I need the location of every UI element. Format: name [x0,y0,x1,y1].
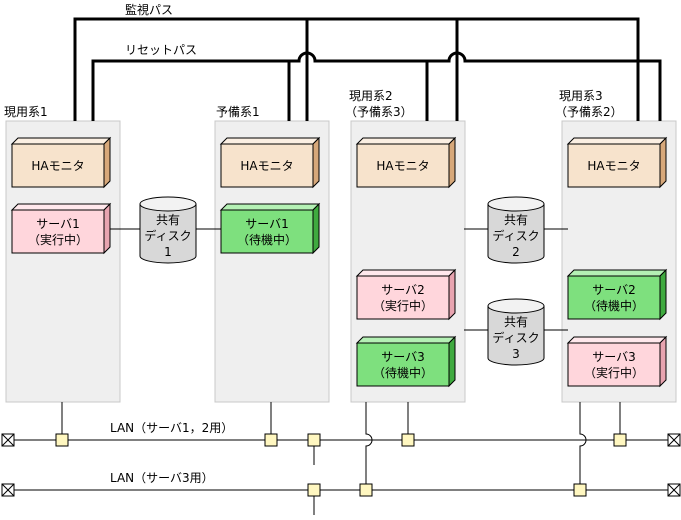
server-2-running: サーバ2 （実行中） [355,268,457,321]
lan-1-label: LAN（サーバ1，2用） [110,421,233,435]
shared-disk-1: 共有 ディスク 1 [139,196,197,264]
lan-2-label: LAN（サーバ3用） [110,471,214,485]
server-status: （実行中） [28,232,88,247]
disk-line3: 1 [164,245,172,259]
server-2-standby: サーバ2 （待機中） [566,268,668,321]
disk-line3: 3 [512,347,520,361]
server-status: （待機中） [373,365,433,380]
system-label-4: 現用系3 [559,89,603,103]
shared-disk-2: 共有 ディスク 2 [487,196,545,264]
server-1-running: サーバ1 （実行中） [10,202,112,255]
ha-monitor-1: HAモニタ [10,136,112,189]
disk-line3: 2 [512,245,520,259]
disk-line2: ディスク [144,228,191,243]
ha-monitor-2: HAモニタ [219,136,321,189]
lan-1: LAN（サーバ1，2用） [1,402,681,465]
server-3-standby: サーバ3 （待機中） [355,335,457,388]
server-name: サーバ1 [36,217,80,231]
disk-line1: 共有 [504,315,528,329]
server-status: （待機中） [584,298,644,313]
ha-monitor-label: HAモニタ [376,159,429,173]
disk-line2: ディスク [492,228,539,243]
server-status: （実行中） [373,298,433,313]
reset-path [91,51,662,121]
shared-disk-3: 共有 ディスク 3 [487,298,545,366]
ha-monitor-label: HAモニタ [240,159,293,173]
ha-monitor-label: HAモニタ [31,159,84,173]
server-name: サーバ1 [245,217,289,231]
lan-2: LAN（サーバ3用） [1,402,681,515]
ha-monitor-3: HAモニタ [355,136,457,189]
reset-path-label: リセットパス [125,43,197,57]
ha-monitor-4: HAモニタ [566,136,668,189]
ha-monitor-label: HAモニタ [587,159,640,173]
server-status: （待機中） [237,232,297,247]
server-3-running: サーバ3 （実行中） [566,335,668,388]
disk-line1: 共有 [504,213,528,227]
system-label-3: 現用系2 [349,89,393,103]
server-name: サーバ2 [592,283,636,297]
monitor-path-label: 監視パス [125,2,173,17]
server-name: サーバ3 [381,350,425,364]
server-name: サーバ2 [381,283,425,297]
system-label-3-sub: （予備系3） [345,104,413,119]
system-label-4-sub: （予備系2） [555,104,623,119]
monitor-path [73,17,640,121]
disk-line2: ディスク [492,330,539,345]
server-1-standby: サーバ1 （待機中） [219,202,321,255]
disk-line1: 共有 [156,213,180,227]
disk-connections [110,228,568,331]
system-label-2: 予備系1 [216,104,260,119]
server-status: （実行中） [584,365,644,380]
system-label-1: 現用系1 [4,105,48,119]
server-name: サーバ3 [592,350,636,364]
